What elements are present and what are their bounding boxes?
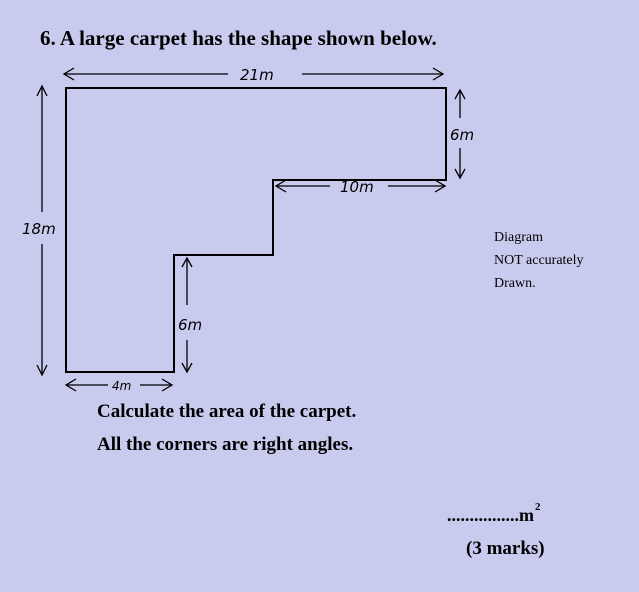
top-width-label: 21m xyxy=(240,66,274,84)
question-heading: 6. A large carpet has the shape shown be… xyxy=(40,26,437,51)
bottom-width-label: 4m xyxy=(112,379,131,393)
note-line-2: NOT accurately xyxy=(494,253,584,268)
carpet-outline xyxy=(65,87,447,373)
left-height-label: 18m xyxy=(22,220,56,238)
note-line-1: Diagram xyxy=(494,230,543,245)
question-number: 6. xyxy=(40,26,56,50)
note-line-3: Drawn. xyxy=(494,276,536,291)
step-dimension-arrow xyxy=(274,179,447,193)
question-text: A large carpet has the shape shown below… xyxy=(59,26,437,50)
right-height-label: 6m xyxy=(450,126,474,144)
instruction-line-2: All the corners are right angles. xyxy=(97,434,354,455)
answer-unit: m xyxy=(519,505,534,525)
left-dimension-arrow xyxy=(36,84,48,377)
top-dimension-arrow xyxy=(62,67,445,81)
inner-height-label: 6m xyxy=(178,316,202,334)
diagram-note: Diagram NOT accurately Drawn. xyxy=(494,226,584,295)
step-width-label: 10m xyxy=(340,178,374,196)
right-dimension-arrow xyxy=(454,88,466,180)
answer-line[interactable]: ................m2 xyxy=(447,501,541,526)
inner-dimension-arrow xyxy=(181,256,193,374)
answer-dots: ................ xyxy=(447,505,519,525)
instruction-line-1: Calculate the area of the carpet. xyxy=(97,401,357,422)
answer-superscript: 2 xyxy=(535,501,541,513)
bottom-dimension-arrow xyxy=(64,378,174,392)
marks-label: (3 marks) xyxy=(466,538,545,559)
